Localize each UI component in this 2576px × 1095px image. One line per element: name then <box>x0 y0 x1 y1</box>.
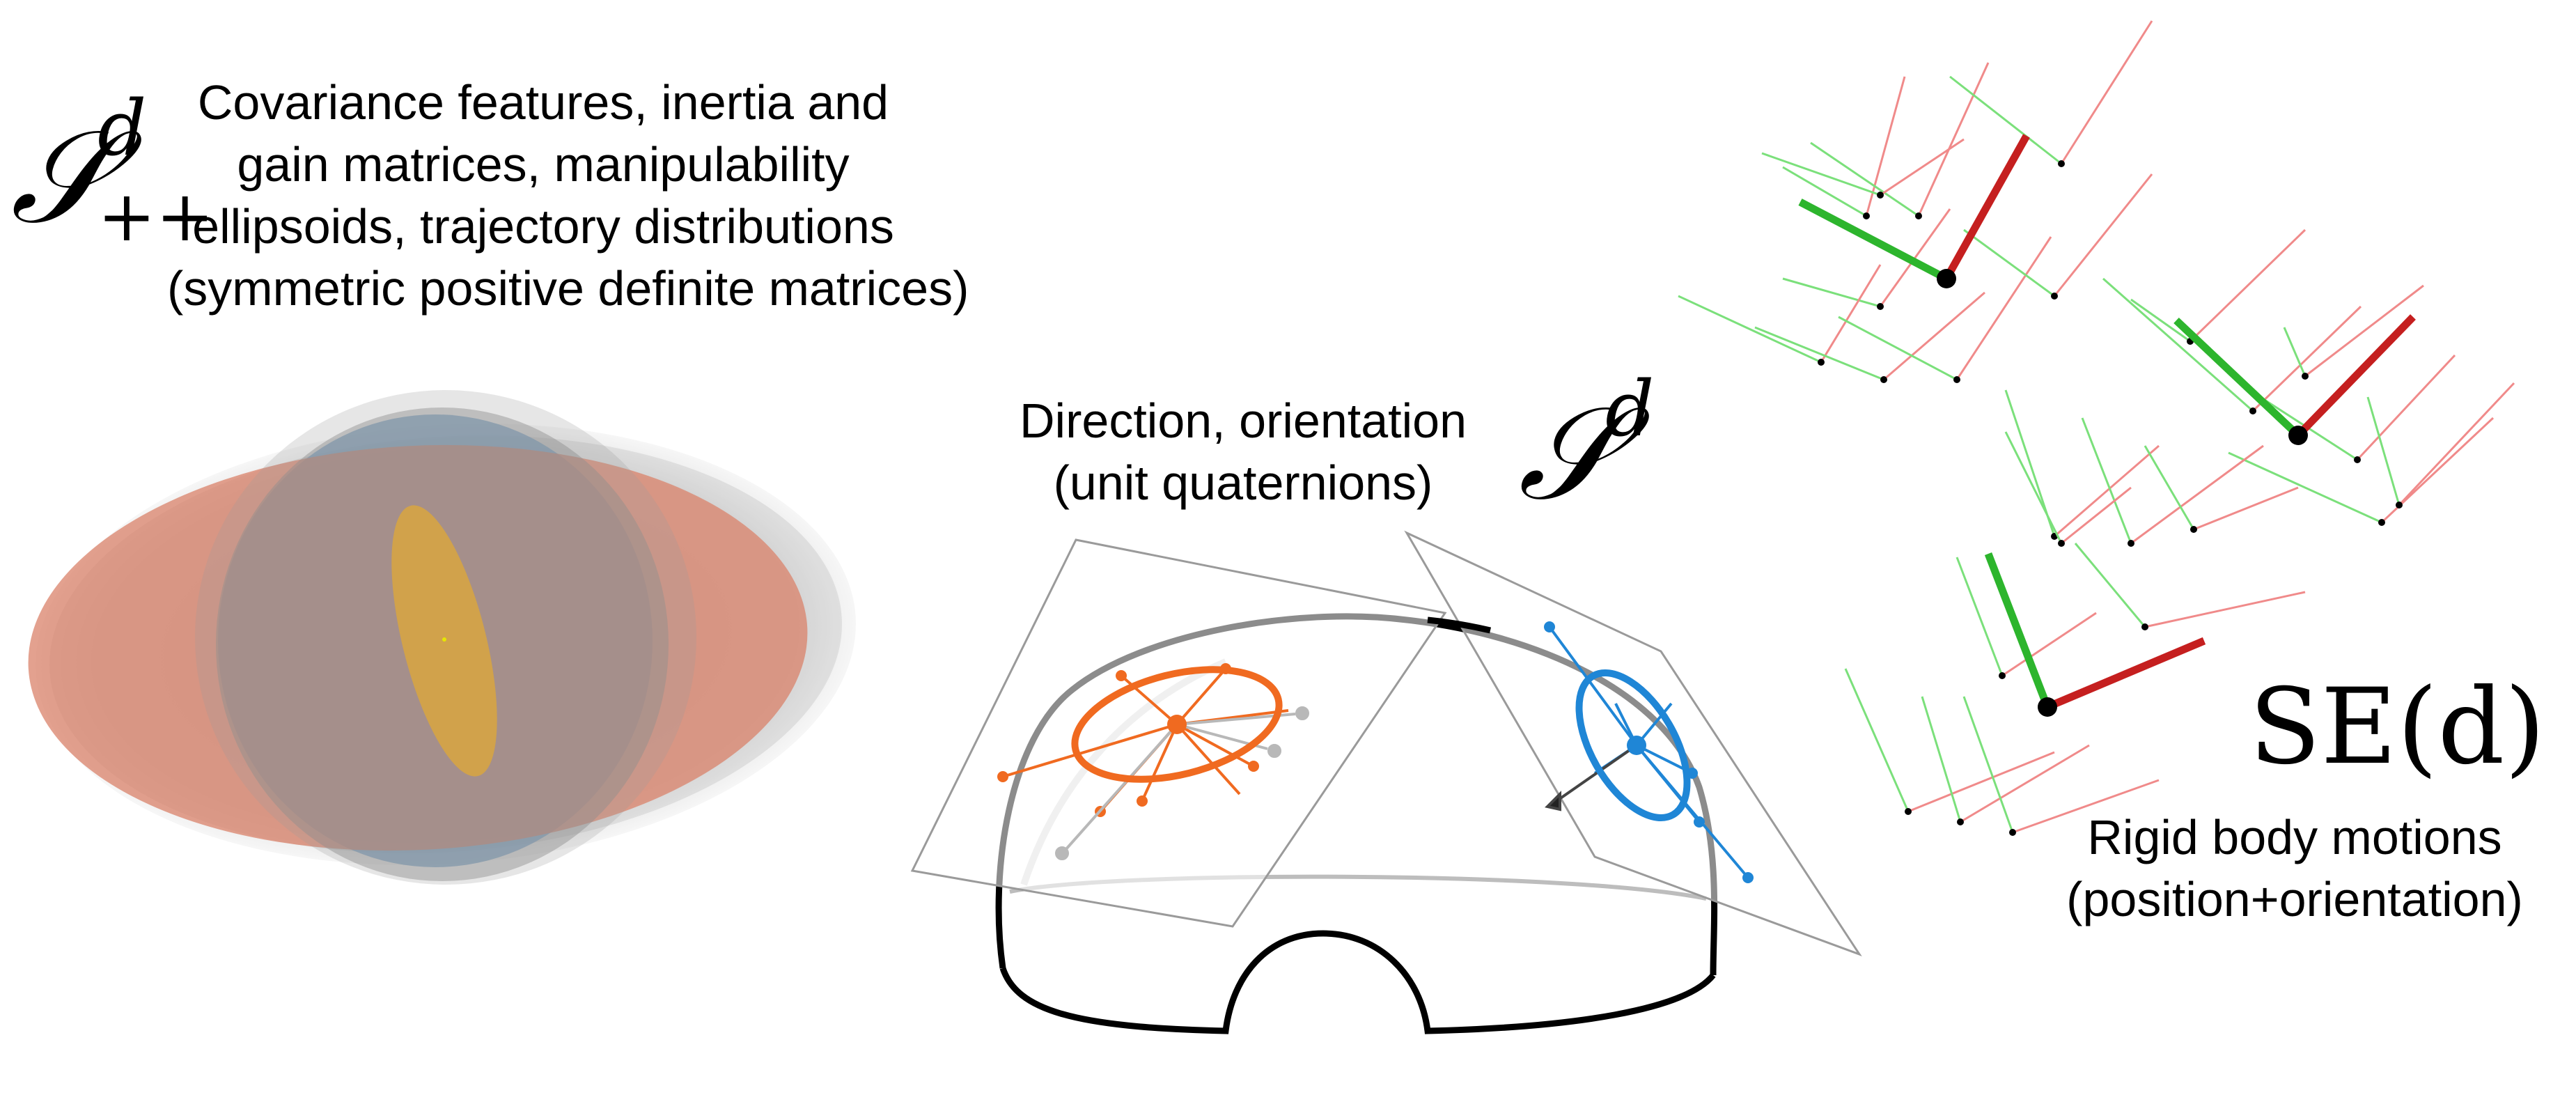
dome-top-segment <box>1427 616 1492 634</box>
sample-frame-origin <box>1877 303 1884 310</box>
sample-frame-red-axis <box>1960 744 2090 823</box>
frame-main-middle <box>2173 314 2416 445</box>
sample-frame-red-axis <box>2189 228 2306 343</box>
sample-frame-origin <box>2141 623 2148 630</box>
sample-frame-green-axis <box>1761 152 1881 196</box>
sample-frame-red-axis <box>1865 76 1906 217</box>
sample-frame-origin <box>2128 540 2134 547</box>
sample-frame-green-axis <box>1949 75 2062 165</box>
covariance-ellipse-orange <box>1071 666 1283 783</box>
sample-frame-green-axis <box>2228 451 2382 524</box>
sample-frame-red-axis <box>2060 20 2153 164</box>
sample-frame-green-axis <box>2144 445 2195 530</box>
sample-frame-green-axis <box>1844 668 1910 812</box>
sample-frame-origin <box>2354 456 2361 463</box>
spd-caption-line: (symmetric positive definite matrices) <box>167 261 969 316</box>
sphere-symbol-sup: d <box>1605 364 1654 453</box>
sample-frame-red-axis <box>2061 486 2132 545</box>
sample-frame-green-axis <box>1754 326 1884 381</box>
spd-caption: Covariance features, inertia and gain ma… <box>167 72 969 320</box>
sample-frame-origin <box>2009 829 2016 836</box>
sample-frame-red-axis <box>2054 444 2160 538</box>
sample-frame-origin <box>1818 359 1825 366</box>
sample-frame-red-axis <box>1883 291 1985 381</box>
sample-frame-red-axis <box>2053 173 2153 297</box>
frame-main-top <box>1798 134 2030 288</box>
tangent-vectors-blue <box>1548 626 1749 879</box>
spd-caption-line: Covariance features, inertia and <box>197 75 889 130</box>
sample-frame-green-axis <box>2004 431 2063 544</box>
sample-frame-origin <box>2249 407 2256 414</box>
sphere-tangent-illustration <box>910 530 1862 1034</box>
sample-frame-red-axis <box>1956 236 2052 380</box>
sample-frame-red-axis <box>1879 208 1951 307</box>
frame-main-bottom <box>1984 552 2206 717</box>
sample-frame-green-axis <box>2283 327 2306 377</box>
geodesic-sample-dark <box>1545 744 1638 811</box>
sample-frame-green-axis <box>1921 696 1962 823</box>
hemisphere-base <box>999 930 1716 1034</box>
sample-frame-red-axis <box>2193 486 2299 531</box>
se-symbol: SE(d) <box>2249 667 2545 788</box>
sample-frame-red-axis <box>2304 284 2424 378</box>
sample-frame-green-axis <box>1956 557 2004 676</box>
sphere-caption-line: Direction, orientation <box>1020 394 1467 448</box>
sample-frame-green-axis <box>2102 277 2254 412</box>
sample-frame-red-axis <box>2144 591 2306 628</box>
sample-frame-red-axis <box>1880 138 1965 196</box>
sphere-caption: Direction, orientation (unit quaternions… <box>971 390 1515 514</box>
spd-caption-line: gain matrices, manipulability <box>237 137 850 192</box>
sample-frame-origin <box>1905 808 1912 815</box>
sample-frame-green-axis <box>1810 141 1919 217</box>
sample-frame-origin <box>2058 160 2065 167</box>
sample-frame-red-axis <box>2356 354 2456 461</box>
sphere-caption-line: (unit quaternions) <box>1053 456 1433 510</box>
mean-point-blue <box>1627 736 1646 755</box>
sample-frame-red-axis <box>1907 751 2055 813</box>
spd-caption-line: ellipsoids, trajectory distributions <box>192 199 894 254</box>
sample-frame-green-axis <box>1678 295 1822 364</box>
sample-frame-red-axis <box>2398 382 2515 506</box>
sample-frame-green-axis <box>2366 396 2401 506</box>
se-caption-line: (position+orientation) <box>2066 872 2523 926</box>
sample-frames-light <box>1678 20 2515 836</box>
sample-frame-green-axis <box>1838 316 1958 381</box>
sample-frame-origin <box>1953 376 1960 383</box>
rigid-body-frames-illustration <box>1678 20 2515 836</box>
se-caption-line: Rigid body motions <box>2087 810 2502 864</box>
sample-frame-red-axis <box>1917 62 1990 217</box>
sample-frame-origin <box>2058 540 2065 547</box>
sample-frame-origin <box>1999 672 2006 679</box>
sample-frame-origin <box>1915 212 1922 219</box>
sample-frame-green-axis <box>1963 228 2055 297</box>
sample-frame-green-axis <box>2081 417 2132 544</box>
sample-frame-origin <box>2051 293 2058 300</box>
sample-frame-origin <box>2396 502 2403 508</box>
spd-ellipsoid-illustration <box>28 390 856 885</box>
sample-frame-red-axis <box>1820 264 1882 363</box>
sample-frame-origin <box>2378 519 2385 526</box>
sample-frame-red-axis <box>2001 612 2097 677</box>
sample-frame-green-axis <box>2074 543 2146 628</box>
sample-frame-green-axis <box>2130 298 2191 343</box>
sample-frame-green-axis <box>1962 696 2014 833</box>
sample-frame-origin <box>2302 373 2309 380</box>
sample-frame-red-axis <box>2012 779 2160 834</box>
sample-frame-origin <box>2190 526 2197 533</box>
sample-frame-origin <box>1877 192 1884 199</box>
sample-frame-origin <box>1863 212 1870 219</box>
sample-frame-green-axis <box>1782 166 1867 217</box>
sample-frame-red-axis <box>2251 305 2362 412</box>
spd-symbol-sup: d <box>97 84 146 173</box>
sample-frame-green-axis <box>1782 277 1881 308</box>
center-point <box>442 637 446 642</box>
se-caption: Rigid body motions (position+orientation… <box>2020 807 2570 931</box>
sample-frame-origin <box>1957 818 1964 825</box>
mean-point-orange <box>1167 715 1187 734</box>
spd-symbol-sub: ++ <box>97 176 214 257</box>
covariance-ellipse-blue <box>1575 669 1691 822</box>
sample-frame-red-axis <box>2130 444 2264 545</box>
sample-frame-origin <box>1880 376 1887 383</box>
